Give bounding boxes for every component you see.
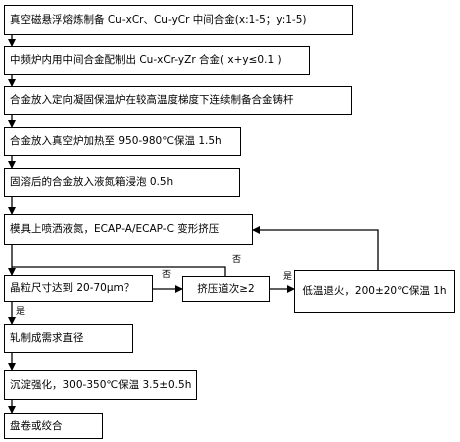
step-1-vacuum-melting: 真空磁悬浮熔炼制备 Cu-xCr、Cu-yCr 中间合金(x:1-5；y:1-5… <box>4 5 353 35</box>
step-low-temp-annealing: 低温退火，200±20℃保温 1h <box>294 270 455 313</box>
step-2-mid-freq-furnace: 中频炉内用中间合金配制出 Cu-xCr-yZr 合金( x+y≤0.1 ) <box>4 46 310 75</box>
arrow-anneal-back <box>252 226 379 270</box>
step-3-directional-solidification: 合金放入定向凝固保温炉在较高温度梯度下连续制备合金铸杆 <box>4 86 352 115</box>
step-5-liquid-nitrogen-soak: 固溶后的合金放入液氮箱浸泡 0.5h <box>4 168 240 197</box>
aging-text: 沉淀强化，300-350℃保温 3.5±0.5h <box>10 378 192 391</box>
rolling-text: 轧制成需求直径 <box>10 332 84 345</box>
arrow-passes-back <box>12 266 226 276</box>
label-no-passes: 否 <box>232 255 242 265</box>
step-3-text: 合金放入定向凝固保温炉在较高温度梯度下连续制备合金铸杆 <box>10 94 294 107</box>
label-yes-grain: 是 <box>16 307 26 317</box>
decision-grain-size-text: 晶粒尺寸达到 20-70μm？ <box>10 282 135 295</box>
annealing-text: 低温退火，200±20℃保温 1h <box>302 285 447 298</box>
step-coiling-stranding: 盘卷或绞合 <box>4 413 103 439</box>
step-6-ecap-extrusion: 模具上喷洒液氮，ECAP-A/ECAP-C 变形挤压 <box>4 214 253 245</box>
step-4-text: 合金放入真空炉加热至 950-980℃保温 1.5h <box>10 135 222 148</box>
decision-passes-text: 挤压道次≥2 <box>197 282 255 295</box>
label-yes-passes: 是 <box>283 272 293 282</box>
decision-grain-size: 晶粒尺寸达到 20-70μm？ <box>4 275 153 302</box>
step-1-text: 真空磁悬浮熔炼制备 Cu-xCr、Cu-yCr 中间合金(x:1-5；y:1-5… <box>10 13 307 26</box>
step-4-vacuum-heating: 合金放入真空炉加热至 950-980℃保温 1.5h <box>4 127 241 156</box>
label-no-grain: 否 <box>162 270 172 280</box>
step-6-text: 模具上喷洒液氮，ECAP-A/ECAP-C 变形挤压 <box>10 223 220 236</box>
step-2-text: 中频炉内用中间合金配制出 Cu-xCr-yZr 合金( x+y≤0.1 ) <box>10 54 282 67</box>
decision-extrusion-passes: 挤压道次≥2 <box>182 276 270 302</box>
step-rolling: 轧制成需求直径 <box>4 324 133 353</box>
coil-text: 盘卷或绞合 <box>10 419 63 432</box>
step-precipitation-strengthening: 沉淀强化，300-350℃保温 3.5±0.5h <box>4 370 197 400</box>
step-5-text: 固溶后的合金放入液氮箱浸泡 0.5h <box>10 176 174 189</box>
